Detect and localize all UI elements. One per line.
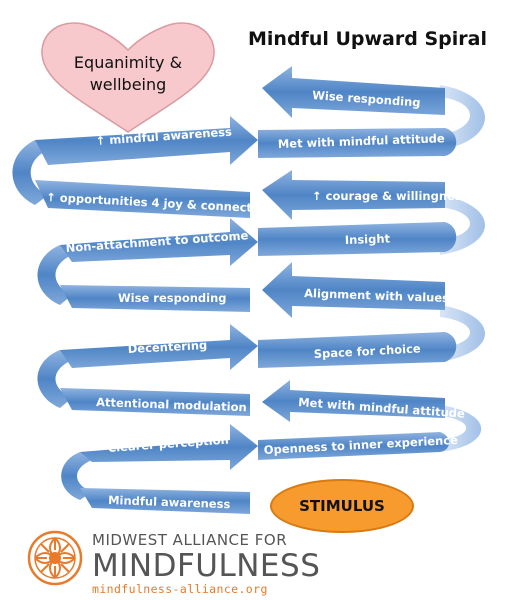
label-mindful-awareness: Mindful awareness (108, 493, 231, 511)
org-line-2: MINDFULNESS (92, 548, 321, 584)
org-line-1: MIDWEST ALLIANCE FOR (92, 531, 288, 549)
diagram-title: Mindful Upward Spiral (248, 28, 487, 50)
label-space-for-choice: Space for choice (313, 341, 421, 361)
label-insight: Insight (345, 231, 391, 247)
goal-label: Equanimity & wellbeing (42, 52, 214, 96)
label-courage-willingness: ↑ courage & willingness (312, 189, 469, 203)
label-met-mindful-attitude-top: Met with mindful attitude (278, 131, 445, 151)
goal-line-2: wellbeing (89, 75, 167, 94)
organization-branding: MIDWEST ALLIANCE FOR MINDFULNESS mindful… (92, 531, 320, 596)
goal-line-1: Equanimity & (73, 53, 183, 72)
heart-shape (41, 22, 215, 133)
org-url: mindfulness-alliance.org (92, 582, 268, 596)
label-attentional-modulation: Attentional modulation (96, 395, 247, 414)
stimulus-label: STIMULUS (299, 497, 385, 515)
label-alignment-values: Alignment with values (304, 286, 450, 305)
label-decentering: Decentering (127, 338, 207, 356)
mandala-logo-icon (27, 530, 83, 586)
spiral-bands (35, 66, 457, 514)
stimulus-ellipse: STIMULUS (270, 479, 414, 533)
label-wise-responding-mid: Wise responding (118, 291, 227, 305)
